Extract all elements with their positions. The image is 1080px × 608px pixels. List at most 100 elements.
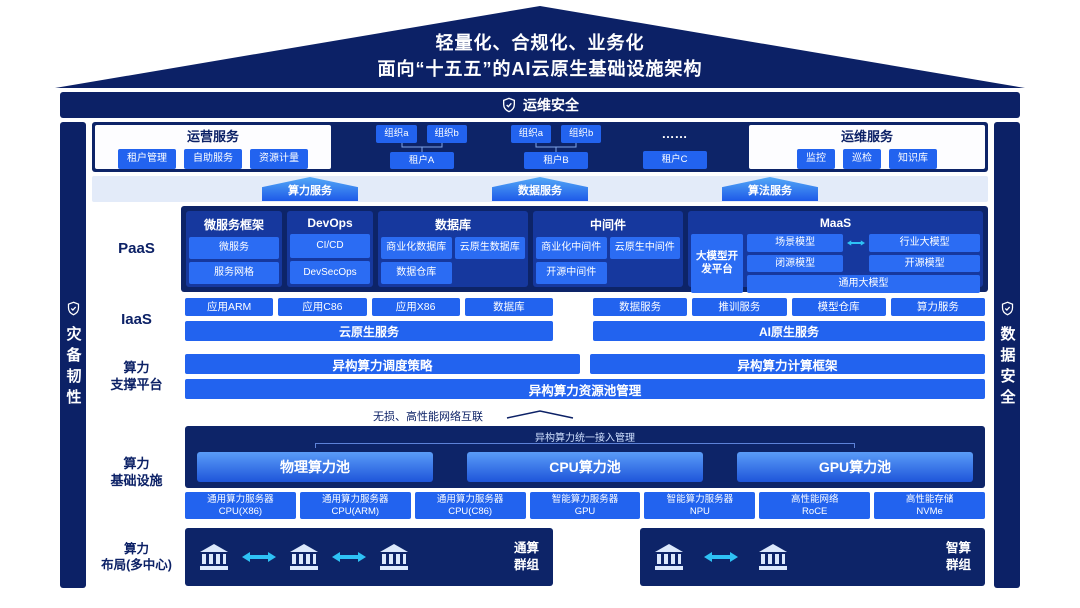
chip-tenant-a: 租户A [389, 151, 454, 169]
resource-pool-management-bar: 异构算力资源池管理 [185, 379, 985, 399]
data-security-pillar: 数据安全 [994, 122, 1020, 588]
chip-data-service: 数据服务 [593, 298, 688, 316]
org-tree-connector [401, 142, 442, 152]
server-gpu: 智能算力服务器 GPU [529, 492, 641, 519]
iaas-label: IaaS [121, 311, 152, 329]
chip-app-c86: 应用C86 [278, 298, 367, 316]
chip-monitoring: 监控 [797, 148, 835, 169]
group-title: 中间件 [589, 218, 626, 232]
chip-data-warehouse: 数据仓库 [381, 262, 452, 284]
server-line2: NVMe [916, 505, 943, 517]
chip-compute-service: 算力服务 [890, 298, 985, 316]
chip-commercial-middleware: 商业化中间件 [536, 237, 607, 259]
chip-devsecops: DevSecOps [290, 260, 370, 284]
chip-commercial-database: 商业化数据库 [381, 237, 452, 259]
chip-self-service: 自助服务 [184, 148, 242, 169]
bank-icon [655, 544, 683, 570]
general-cluster-label: 通算 群组 [514, 540, 539, 574]
brace-icon [506, 410, 574, 419]
ellipsis-text: …… [661, 126, 688, 142]
chip-tenant-b: 租户B [524, 151, 588, 169]
label-line: 智算 [945, 541, 971, 556]
chip-cicd: CI/CD [290, 234, 370, 258]
microservice-framework-group: 微服务框架 微服务 服务网格 [186, 211, 282, 287]
compute-infrastructure-row: 算力 基础设施 异构算力统一接入管理 物理算力池 CPU算力池 GPU算力池 通… [92, 426, 988, 520]
middleware-group: 中间件 商业化中间件 云原生中间件 开源中间件 [533, 211, 683, 287]
operation-services-panel: 运营服务 租户管理 自助服务 资源计量 [95, 125, 331, 169]
org-tree-connector [535, 142, 577, 152]
chip-open-source-middleware: 开源中间件 [536, 262, 607, 284]
chip-open-source-model: 开源模型 [869, 254, 980, 272]
chip-industry-large-model: 行业大模型 [869, 234, 980, 252]
bank-icon [200, 544, 228, 570]
chip-tenant-management: 租户管理 [118, 148, 176, 169]
paas-row: PaaS 微服务框架 微服务 服务网格 DevOps CI/CD DevSecO… [92, 206, 988, 293]
server-line1: 高性能存储 [905, 493, 954, 505]
gpu-compute-pool: GPU算力池 [737, 452, 973, 482]
server-line1: 通用算力服务器 [207, 493, 274, 505]
server-cpu-arm: 通用算力服务器 CPU(ARM) [299, 492, 411, 519]
label-line: 算力 [123, 541, 149, 556]
compute-service-arrow: 算力服务 [262, 177, 358, 201]
chip-scenario-model: 场景模型 [747, 234, 844, 252]
server-cpu-x86: 通用算力服务器 CPU(X86) [185, 492, 296, 519]
server-line2: CPU(C86) [448, 505, 493, 517]
service-arrows-band: 算力服务 数据服务 算法服务 [92, 176, 988, 202]
compute-layout-row: 算力 布局(多中心) [92, 528, 988, 586]
double-arrow-icon [332, 552, 366, 562]
chip-cloud-native-database: 云原生数据库 [454, 237, 525, 259]
maintenance-services-panel: 运维服务 监控 巡检 知识库 [749, 125, 985, 169]
chip-inspection: 巡检 [843, 148, 881, 169]
chip-microservice: 微服务 [189, 237, 279, 259]
network-note-row: 无损、高性能网络互联 [92, 404, 988, 424]
server-line1: 智能算力服务器 [551, 493, 619, 505]
group-title: MaaS [819, 216, 852, 230]
shield-check-icon [67, 301, 79, 315]
large-model-dev-platform: 大模型开发平台 [691, 234, 743, 293]
bank-icon [759, 544, 787, 570]
roof-title-line1: 轻量化、合规化、业务化 [435, 33, 645, 53]
tenant-services-row: 运营服务 租户管理 自助服务 资源计量 组织a 组织b 租户A 组织a [92, 122, 988, 172]
chip-cloud-native-middleware: 云原生中间件 [609, 237, 680, 259]
network-roce: 高性能网络 RoCE [759, 492, 871, 519]
label-line: 算力 [123, 359, 150, 375]
chip-org-a: 组织a [510, 125, 551, 143]
operation-services-title: 运营服务 [186, 128, 239, 144]
ai-compute-cluster: 智算 群组 [640, 528, 985, 586]
devops-group: DevOps CI/CD DevSecOps [287, 211, 373, 287]
compute-pools-panel: 异构算力统一接入管理 物理算力池 CPU算力池 GPU算力池 [185, 426, 985, 488]
physical-compute-pool: 物理算力池 [197, 452, 433, 482]
group-title: 微服务框架 [203, 218, 264, 232]
general-compute-cluster: 通算 群组 [185, 528, 553, 586]
label-line: 通算 [513, 541, 539, 556]
label-line: 支撑平台 [110, 376, 163, 392]
shield-check-icon [503, 97, 515, 113]
paas-label: PaaS [118, 240, 155, 258]
roof-banner: 轻量化、合规化、业务化 面向“十五五”的AI云原生基础设施架构 [55, 6, 1025, 88]
org-tenant-zone: 组织a 组织b 租户A 组织a 组织b 租户B …… [335, 125, 745, 169]
server-line2: CPU(ARM) [331, 505, 380, 517]
server-line2: RoCE [802, 505, 828, 517]
ops-security-bar: 运维安全 [60, 92, 1020, 118]
shield-check-icon [1001, 301, 1013, 315]
server-cpu-c86: 通用算力服务器 CPU(C86) [414, 492, 526, 519]
network-note: 无损、高性能网络互联 [373, 411, 483, 423]
server-line2: GPU [574, 505, 596, 517]
cpu-compute-pool: CPU算力池 [467, 452, 703, 482]
chip-org-b: 组织b [426, 125, 467, 143]
chip-knowledge-base: 知识库 [889, 148, 937, 169]
compute-support-row: 算力 支撑平台 异构算力调度策略 异构算力计算框架 异构算力资源池管理 [92, 352, 988, 401]
unified-access-management-label: 异构算力统一接入管理 [535, 433, 635, 444]
label-line: 群组 [945, 558, 971, 572]
heterogeneous-computing-framework-bar: 异构算力计算框架 [590, 354, 985, 374]
chip-training-inference-service: 推训服务 [692, 298, 787, 316]
label-line: 基础设施 [110, 473, 163, 488]
compute-support-label: 算力 支撑平台 [92, 352, 181, 401]
server-line2: NPU [689, 505, 710, 517]
algorithm-service-arrow: 算法服务 [722, 177, 818, 201]
storage-nvme: 高性能存储 NVMe [874, 492, 986, 519]
maas-group: MaaS 大模型开发平台 场景模型 行业大模型 闭源模型 开源模型 [688, 211, 983, 293]
server-line1: 通用算力服务器 [436, 493, 504, 505]
bank-icon [290, 544, 318, 570]
